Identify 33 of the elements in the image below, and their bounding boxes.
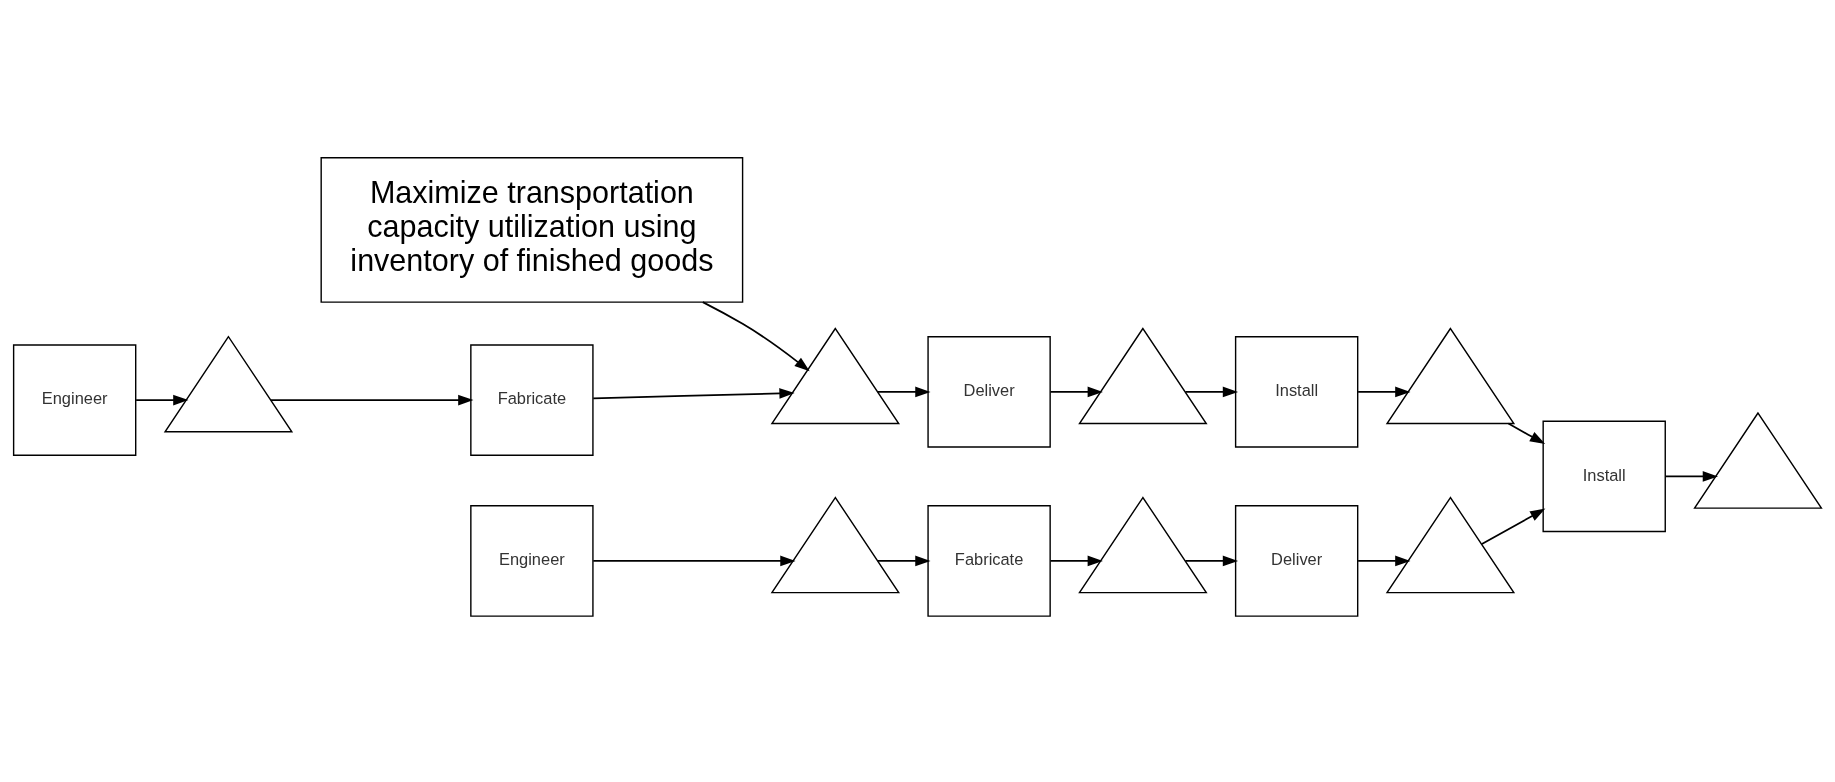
node-triangle: [1385, 327, 1516, 425]
node-box: Fabricate: [927, 505, 1051, 617]
arrow: [1481, 508, 1546, 545]
node-box: Deliver: [1234, 505, 1359, 617]
arrow: [877, 386, 931, 398]
node-box: Fabricate: [470, 344, 594, 456]
node-box: Maximize transportation capacity utilization using inventory of finished goods: [320, 157, 744, 303]
arrow: [1664, 471, 1718, 482]
arrow: [1049, 555, 1103, 567]
node-triangle: [1693, 411, 1823, 509]
arrow: [1184, 555, 1239, 567]
arrow: [592, 388, 795, 400]
arrow: [270, 394, 474, 406]
arrow: [135, 394, 189, 406]
arrow: [1357, 386, 1411, 398]
node-box: Engineer: [12, 344, 137, 456]
node-box: Install: [1542, 420, 1666, 533]
node-box: Engineer: [470, 505, 594, 617]
arrow: [1049, 386, 1103, 398]
arrow: [1507, 422, 1546, 445]
arrow: [877, 555, 931, 567]
node-triangle: [163, 335, 294, 433]
node-triangle: [770, 496, 901, 594]
arrow: [1184, 386, 1239, 398]
node-box: Install: [1234, 336, 1359, 448]
arrow: [592, 555, 796, 567]
node-triangle: [1078, 496, 1208, 594]
node-triangle: [1385, 496, 1516, 594]
node-box: Deliver: [927, 336, 1051, 448]
arrow: [701, 301, 810, 372]
node-triangle: [1078, 327, 1208, 425]
node-triangle: [770, 327, 901, 425]
arrow: [1357, 555, 1411, 567]
